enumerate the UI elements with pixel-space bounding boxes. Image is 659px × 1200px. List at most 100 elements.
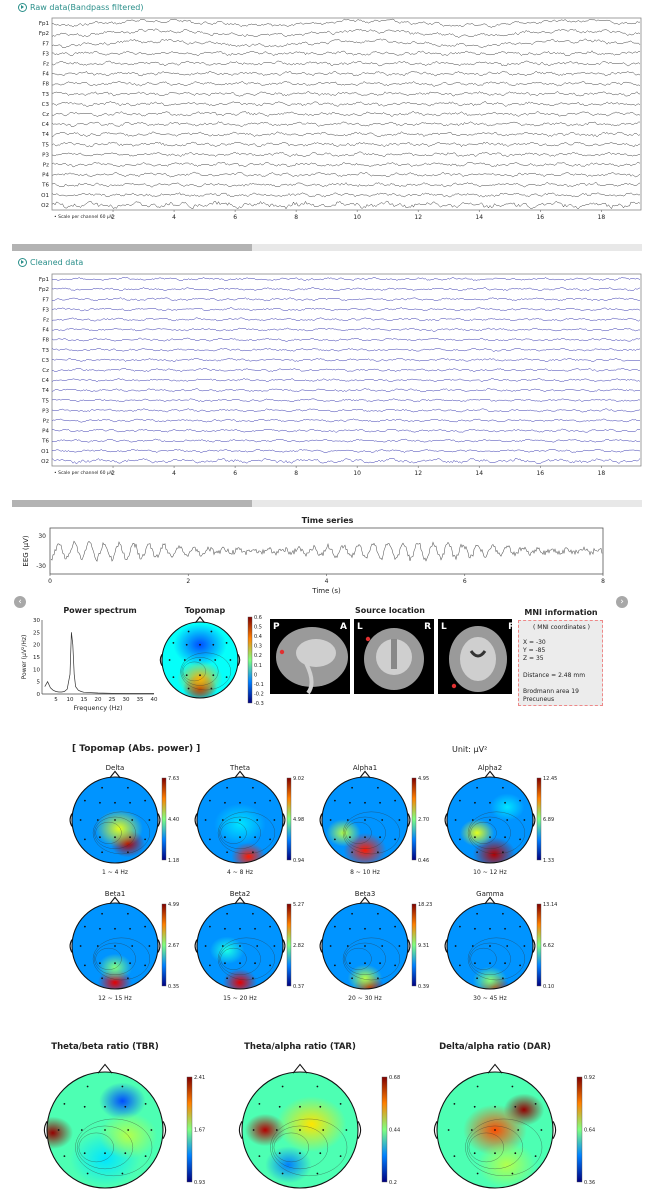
prev-button[interactable]: ‹	[14, 596, 26, 608]
topo-blob	[95, 809, 143, 848]
mni-x: X = -30	[523, 639, 546, 646]
channel-label: C3	[42, 358, 50, 364]
topo-contour	[95, 821, 122, 844]
electrode	[346, 819, 349, 821]
nose	[359, 896, 371, 905]
eeg-trace	[51, 398, 641, 403]
electrode	[168, 659, 171, 661]
nose	[484, 770, 496, 779]
electrode	[214, 659, 217, 661]
colorbar-label: 7.63	[168, 776, 179, 782]
head-outline	[196, 902, 284, 990]
electrode	[471, 819, 474, 821]
electrode	[476, 851, 478, 854]
map-range: 30 ~ 45 Hz	[473, 995, 507, 1002]
topo-fill	[47, 1072, 163, 1188]
power-xlabel: Frequency (Hz)	[73, 704, 122, 712]
orient-left: L	[357, 622, 363, 632]
electrode	[258, 1103, 261, 1105]
map-range: 20 ~ 30 Hz	[348, 995, 382, 1002]
ytick-label: 20	[33, 643, 40, 649]
electrode	[471, 945, 474, 947]
head-outline	[71, 902, 159, 990]
xtick-label: 25	[109, 697, 116, 703]
topo-fill	[322, 777, 408, 863]
electrode	[506, 945, 509, 947]
head-outline	[321, 776, 409, 864]
eeg-trace	[51, 408, 641, 413]
channel-label: Fp2	[39, 287, 49, 293]
mni-info-box: ( MNI coordinates ) X = -30 Y = -85 Z = …	[518, 620, 603, 706]
colorbar-label: 13.14	[543, 902, 557, 908]
topo-contour	[95, 947, 122, 970]
map-range: 1 ~ 4 Hz	[102, 869, 128, 876]
electrode	[80, 1129, 83, 1131]
channel-label: Cz	[42, 368, 49, 374]
time-tick-label: 10	[353, 470, 361, 477]
electrode	[172, 642, 175, 644]
colorbar-alpha2: 12.456.891.33	[536, 776, 557, 864]
map-title-delta: Delta	[106, 764, 125, 772]
xtick-label: 15	[81, 697, 88, 703]
clean-scrollbar-thumb[interactable]	[12, 500, 252, 507]
colorbar-gamma: 13.146.620.10	[536, 902, 557, 990]
time-tick-label: 4	[172, 470, 176, 477]
electrode	[476, 1085, 479, 1088]
colorbar-rect	[161, 777, 167, 861]
electrode	[506, 819, 509, 821]
colorbar-label: -0.3	[254, 701, 264, 706]
scale-label: • Scale per channel 60 μV	[54, 470, 114, 476]
colorbar-label: 0.3	[254, 644, 262, 650]
colorbar-label: 0.44	[389, 1128, 400, 1134]
clean-scrollbar[interactable]	[12, 500, 642, 507]
raw-scrollbar-thumb[interactable]	[12, 244, 252, 251]
colorbar-label: 0.93	[194, 1180, 205, 1186]
map-title-beta2: Beta2	[230, 890, 251, 898]
topo-blob	[222, 968, 258, 989]
channel-label: F8	[42, 82, 49, 88]
head-outline	[446, 776, 534, 864]
electrode	[96, 945, 99, 947]
topo-fill	[322, 903, 408, 989]
electrode	[364, 801, 366, 804]
timeseries-title: Time series	[301, 516, 354, 525]
head-outline	[46, 1071, 164, 1189]
electrode	[459, 964, 461, 967]
xtick-label: 8	[601, 578, 605, 585]
ratio-colorbar: 0.680.440.2	[381, 1075, 400, 1186]
colorbar-label: 0.2	[254, 653, 262, 659]
electrode	[63, 1103, 66, 1105]
electrode	[379, 962, 381, 965]
next-button[interactable]: ›	[616, 596, 628, 608]
eeg-trace	[51, 428, 641, 433]
head-outline	[196, 776, 284, 864]
topo-contour	[470, 947, 497, 970]
raw-scrollbar[interactable]	[12, 244, 642, 251]
xtick-label: 20	[95, 697, 102, 703]
map-range: 8 ~ 10 Hz	[350, 869, 380, 876]
topo-blob	[214, 803, 266, 845]
eeg-trace	[51, 388, 641, 393]
electrode	[398, 819, 401, 821]
right-ear	[162, 1121, 167, 1139]
topo-blob	[99, 1112, 158, 1159]
map-range: 10 ~ 12 Hz	[473, 869, 507, 876]
topo-contour	[76, 1125, 134, 1170]
electrode	[489, 819, 491, 821]
electrode	[364, 927, 366, 930]
play-circle-icon	[18, 3, 27, 12]
electrode	[489, 962, 491, 965]
topo-blob	[97, 953, 133, 982]
electrode	[351, 912, 353, 915]
topo-contour	[467, 811, 526, 855]
channel-label: F4	[42, 328, 49, 334]
electrode	[364, 819, 366, 821]
head-outline	[241, 1071, 359, 1189]
electrode	[334, 838, 336, 841]
right-ear	[532, 813, 536, 827]
